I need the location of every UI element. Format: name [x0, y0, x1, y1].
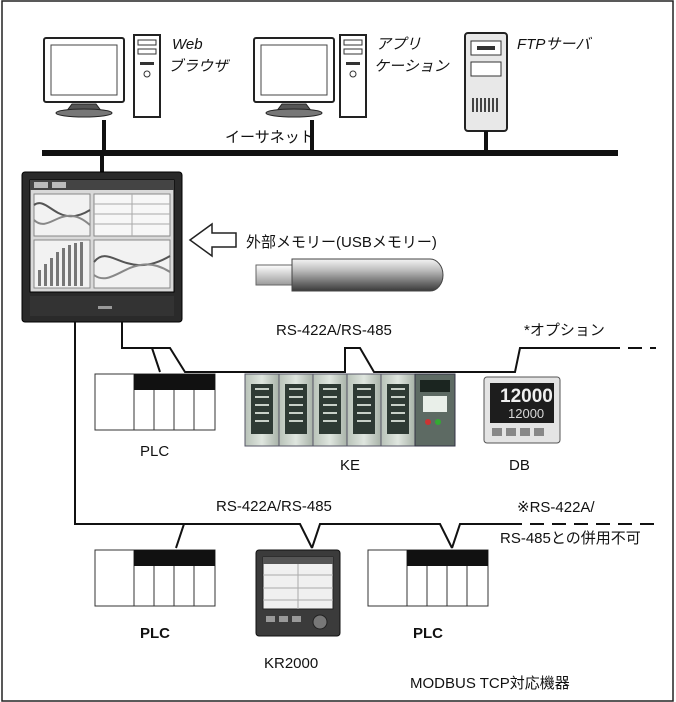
plc-lower-left — [94, 549, 216, 607]
ftp-server-label: FTPサーバ — [517, 36, 592, 53]
pc-app-drop — [310, 120, 314, 151]
kr2000 — [255, 549, 341, 637]
plc-lower-left-label: PLC — [140, 625, 170, 642]
ftp-drop — [484, 131, 488, 151]
application-label-2: ケーション — [374, 58, 450, 75]
plc-upper — [94, 373, 216, 431]
web-browser-label-1: Web — [172, 36, 203, 53]
pc-web-drop — [102, 120, 106, 151]
db-display-bottom: 12000 — [508, 406, 544, 421]
external-memory-label: 外部メモリー(USBメモリー) — [246, 234, 437, 251]
pc-web-browser — [43, 34, 161, 118]
kr2000-label: KR2000 — [264, 655, 318, 672]
upper-bus-plc-drop — [151, 347, 161, 373]
plc-lower-right-label: PLC — [413, 625, 443, 642]
upper-bus-label: RS-422A/RS-485 — [276, 322, 392, 339]
application-label-1: アプリ — [376, 36, 421, 53]
db-controller: 12000 12000 — [483, 376, 561, 444]
recorder-drop — [100, 156, 104, 173]
plc-upper-label: PLC — [140, 443, 169, 460]
ke-modules — [244, 373, 456, 447]
lower-bus-label: RS-422A/RS-485 — [216, 498, 332, 515]
db-label: DB — [509, 457, 530, 474]
option-note: *オプション — [524, 322, 605, 339]
lower-bus-feed — [74, 322, 168, 525]
arrow-left-icon — [188, 222, 237, 258]
lower-bus-main — [168, 523, 508, 549]
db-display-top: 12000 — [500, 386, 553, 407]
upper-bus-line — [121, 322, 152, 349]
ethernet-label: イーサネット — [225, 129, 315, 146]
web-browser-label-2: ブラウザ — [168, 58, 230, 75]
ftp-server — [464, 32, 508, 132]
recorder — [21, 171, 183, 323]
plc-lower-right — [367, 549, 489, 607]
modbus-note: MODBUS TCP対応機器 — [410, 675, 570, 692]
usb-memory-icon — [255, 258, 444, 292]
pc-application — [253, 34, 367, 118]
lower-bus-note-2: RS-485との併用不可 — [500, 530, 641, 547]
lower-bus-note-1: ※RS-422A/ — [517, 499, 595, 516]
upper-bus-main — [152, 347, 540, 373]
ke-label: KE — [340, 457, 360, 474]
ethernet-bus — [42, 150, 618, 156]
